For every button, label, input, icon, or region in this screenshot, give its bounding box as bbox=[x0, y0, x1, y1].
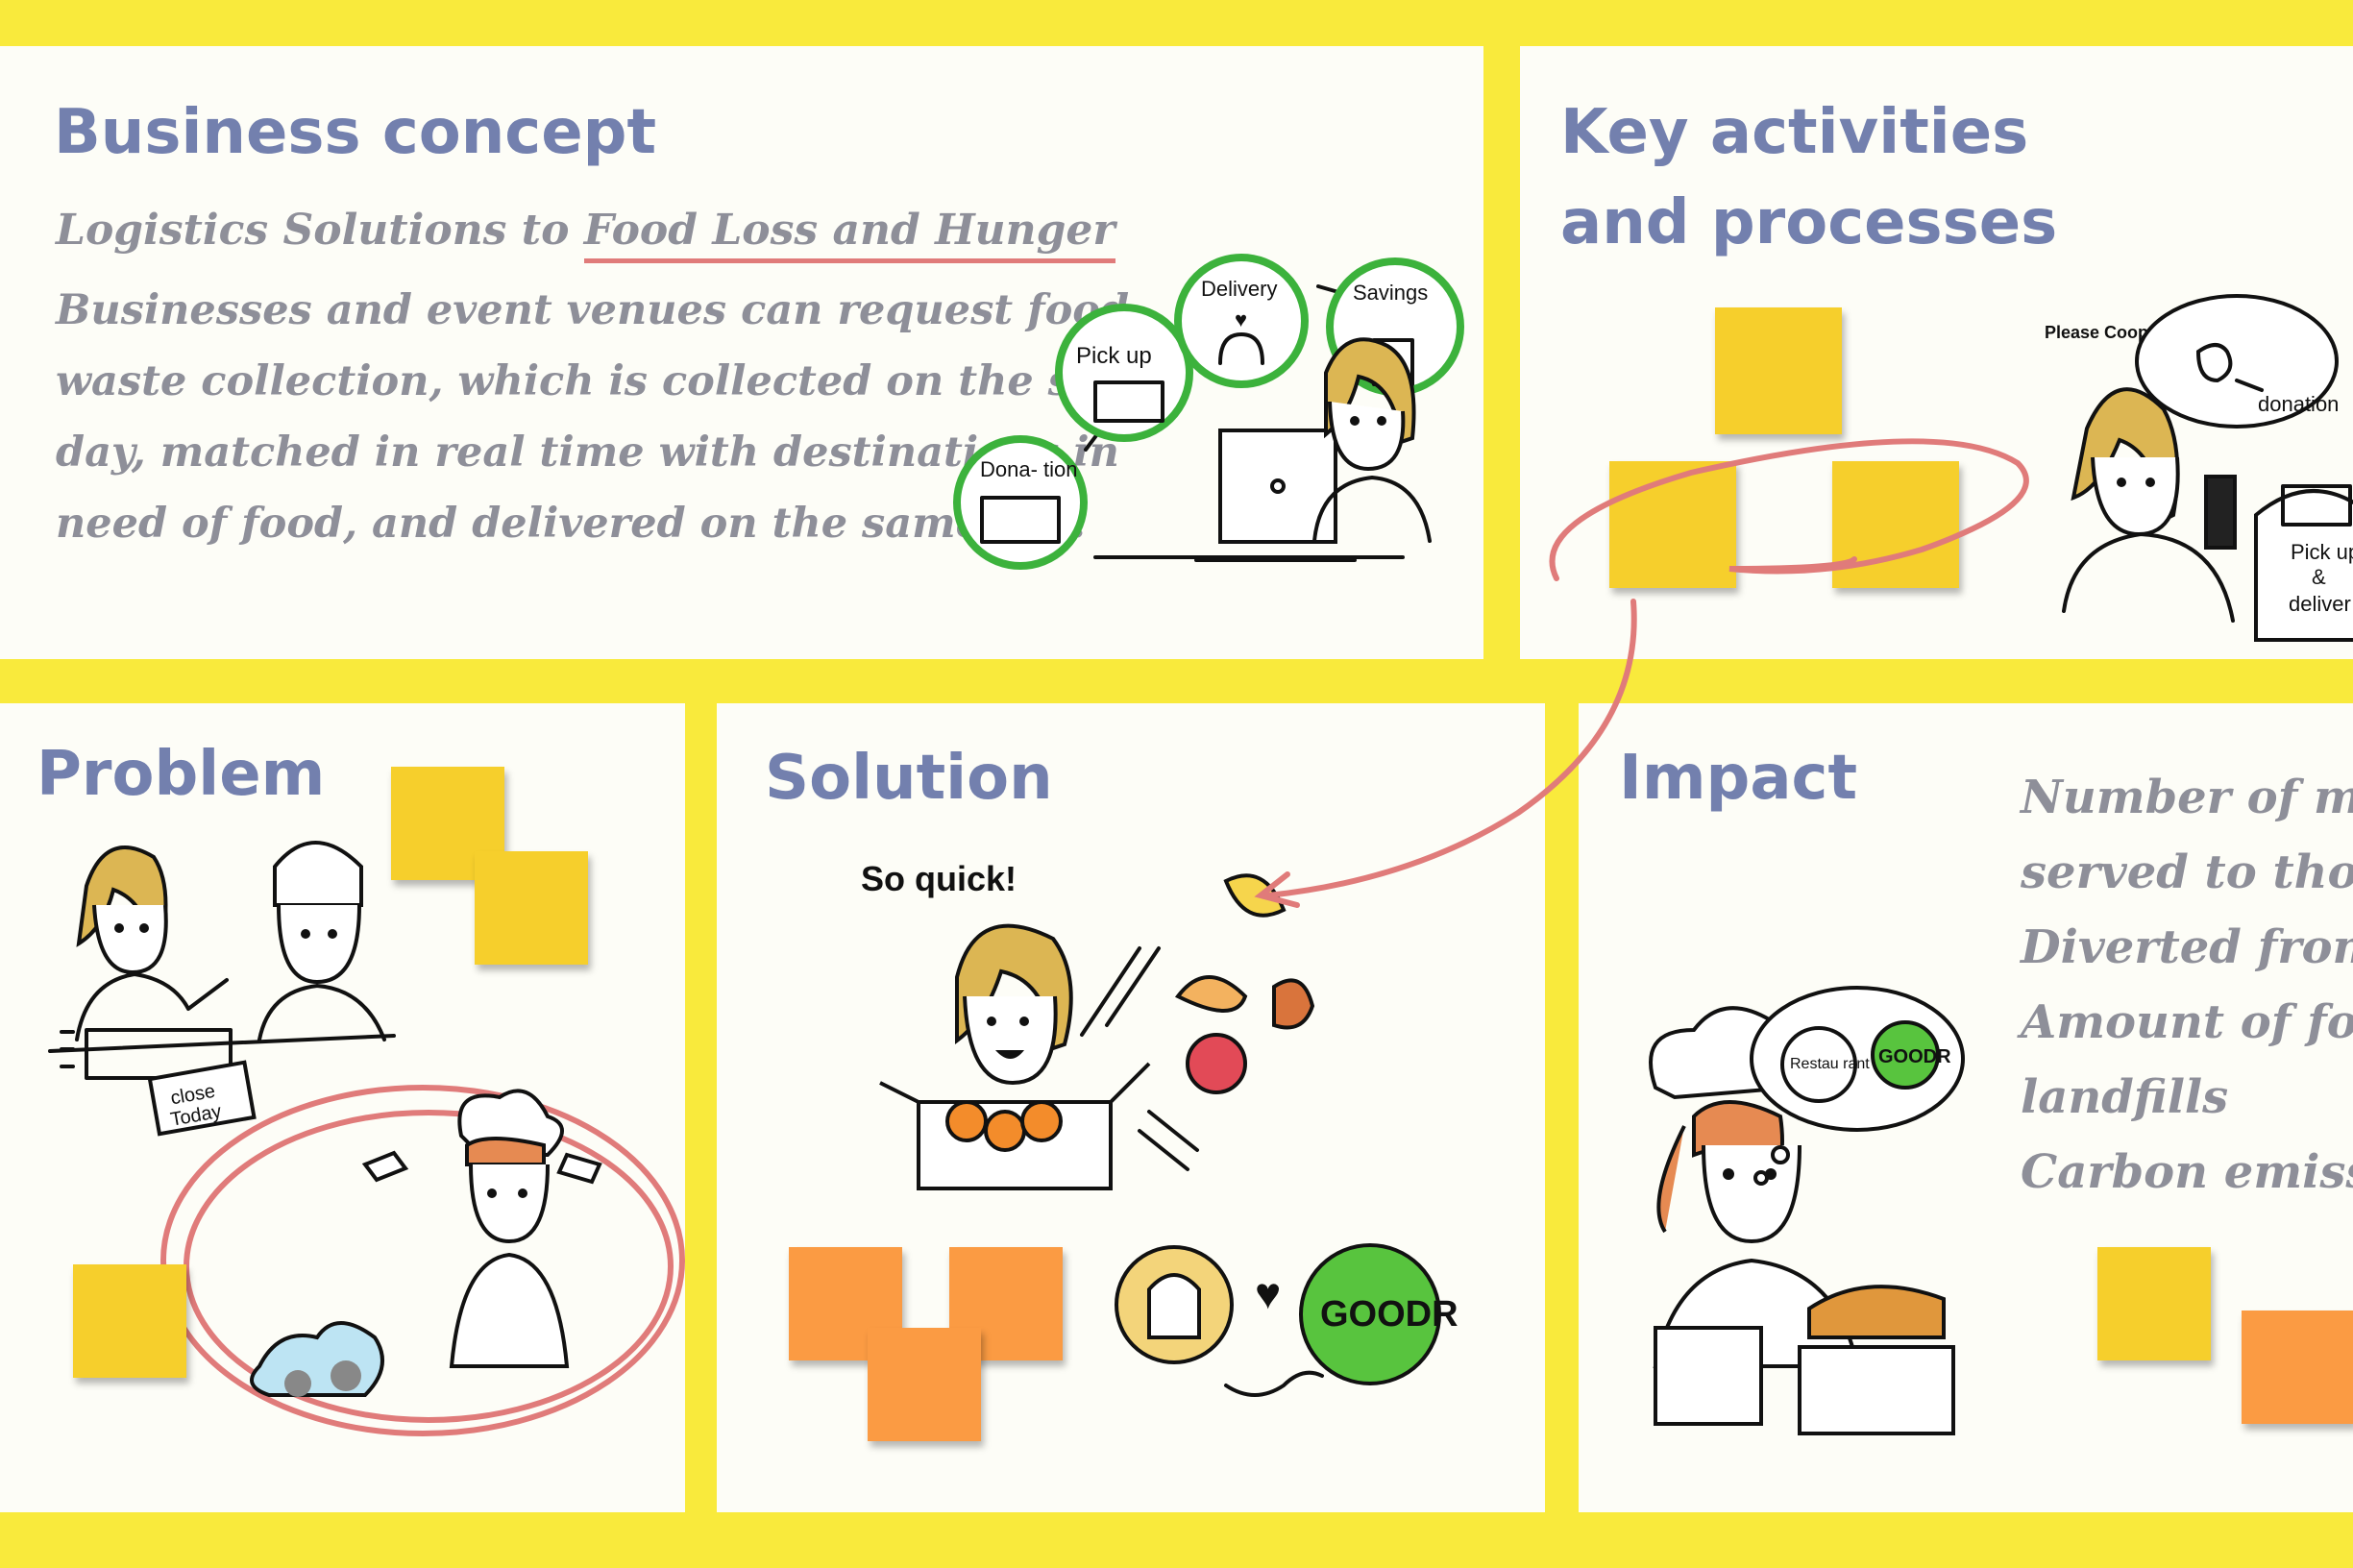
closed-store-illustration: close Today bbox=[60, 1028, 257, 1137]
key-activities-title-line-2: and processes bbox=[1560, 187, 2058, 258]
key-activities-sticky-note-1[interactable] bbox=[1715, 307, 1842, 434]
so-quick-text: So quick! bbox=[861, 859, 1017, 898]
key-activities-sticky-note-3[interactable] bbox=[1832, 461, 1959, 588]
logistics-flow-illustration: Dona- tion Pick up Delivery ♥ Savings $ bbox=[953, 254, 1464, 570]
heart-symbol: ♥ bbox=[1255, 1268, 1281, 1318]
goodr-badge bbox=[1299, 1243, 1441, 1385]
customer-face bbox=[963, 995, 1058, 1086]
chicken-leg bbox=[1272, 978, 1315, 1030]
man-body bbox=[257, 984, 386, 1041]
impact-sticky-note-1[interactable] bbox=[2097, 1247, 2211, 1360]
svg-text:♥: ♥ bbox=[1235, 307, 1247, 331]
impact-line-1: Number of meals bbox=[2021, 771, 2353, 824]
person-body bbox=[1312, 476, 1432, 543]
business-concept-line-3: day, matched in real time with destinati… bbox=[56, 429, 1119, 477]
red-circle-outer bbox=[160, 1085, 685, 1436]
subtitle-prefix: Logistics Solutions to bbox=[56, 206, 584, 255]
impact-line-2: served to those in bbox=[2021, 845, 2353, 899]
chopsticks-2 bbox=[1138, 1110, 1199, 1171]
laptop-screen bbox=[1218, 429, 1337, 544]
key-activities-sticky-note-2[interactable] bbox=[1609, 461, 1736, 588]
restaurant-label: Restau rant bbox=[1790, 1056, 1870, 1072]
money-left bbox=[361, 1150, 409, 1183]
goodr-mini-logo: GOODR bbox=[1878, 1046, 1951, 1067]
chef-face bbox=[469, 1164, 550, 1244]
delivery-bubble bbox=[1174, 254, 1309, 388]
donation-label: donation bbox=[2258, 392, 2339, 416]
business-concept-panel: Business concept Logistics Solutions to … bbox=[0, 46, 1483, 659]
partnership-illustration: ♥ GOODR bbox=[1115, 1243, 1458, 1397]
pickup-bubble bbox=[1055, 304, 1193, 442]
donation-bubble bbox=[953, 435, 1088, 570]
problem-title: Problem bbox=[37, 739, 326, 810]
apple bbox=[1186, 1033, 1247, 1094]
lunch-box bbox=[1798, 1345, 1955, 1435]
woman-body bbox=[75, 972, 229, 1041]
solution-panel: Solution So quick! ♥ GOODR bbox=[717, 703, 1545, 1512]
chef-waste-illustration bbox=[160, 1085, 685, 1436]
impact-line-4: Amount of food a bbox=[2021, 995, 2353, 1049]
person-hair bbox=[1324, 337, 1416, 445]
phone bbox=[2204, 475, 2237, 550]
goodr-logo: GOODR bbox=[1320, 1294, 1458, 1335]
chopsticks bbox=[1080, 946, 1161, 1037]
donation-label: Dona- tion bbox=[980, 457, 1078, 481]
business-concept-subtitle: Logistics Solutions to Food Loss and Hun… bbox=[56, 200, 1115, 263]
money-right bbox=[556, 1152, 602, 1185]
problem-sticky-note-2[interactable] bbox=[475, 851, 588, 965]
close-today-sign bbox=[147, 1060, 257, 1137]
problem-sticky-note-3[interactable] bbox=[73, 1264, 186, 1378]
handshake bbox=[1224, 1370, 1324, 1397]
ponytail bbox=[1656, 1125, 1686, 1234]
deliver-label: deliver bbox=[2289, 592, 2351, 616]
customer-phone-illustration: Please Cooperate donation Pick up & deli… bbox=[2045, 294, 2353, 642]
and-label: & bbox=[2312, 565, 2326, 589]
delivery-label: Delivery bbox=[1201, 277, 1277, 301]
chef-body bbox=[449, 1252, 570, 1368]
impact-line-6: Carbon emissions bbox=[2021, 1145, 2353, 1199]
problem-panel: Problem close Today bbox=[0, 703, 685, 1512]
impact-sticky-note-2[interactable] bbox=[2242, 1311, 2353, 1424]
man-cap bbox=[273, 841, 363, 907]
solution-sticky-note-3[interactable] bbox=[868, 1328, 981, 1441]
counter-line bbox=[48, 1034, 396, 1053]
business-concept-line-2: waste collection, which is collected on … bbox=[56, 357, 1168, 405]
garbage-bags bbox=[250, 1321, 384, 1397]
thought-bubble bbox=[2135, 294, 2339, 429]
banana bbox=[1223, 873, 1287, 918]
impact-line-5: landfills bbox=[2021, 1070, 2229, 1124]
business-concept-line-4: need of food, and delivered on the same … bbox=[56, 500, 1086, 548]
impact-title: Impact bbox=[1619, 743, 1858, 814]
pickup-label: Pick up bbox=[2291, 540, 2353, 564]
delivery-bubble bbox=[2254, 489, 2353, 642]
subtitle-highlight: Food Loss and Hunger bbox=[583, 206, 1115, 263]
impact-panel: Impact Number of meals served to those i… bbox=[1579, 703, 2353, 1512]
customers-illustration bbox=[48, 841, 396, 1053]
croissant bbox=[1174, 975, 1248, 1013]
red-circle-inner bbox=[184, 1110, 674, 1423]
solution-title: Solution bbox=[765, 743, 1053, 814]
happy-customer-illustration: So quick! bbox=[861, 859, 1315, 1190]
impact-line-3: Diverted from la bbox=[2021, 920, 2353, 974]
business-concept-line-1: Businesses and event venues can request … bbox=[56, 286, 1130, 334]
pickup-label: Pick up bbox=[1076, 343, 1152, 369]
stacked-plates bbox=[1654, 1326, 1763, 1426]
woman-face bbox=[92, 904, 168, 975]
key-activities-title-line-1: Key activities bbox=[1560, 97, 2029, 168]
person-face bbox=[1328, 401, 1406, 472]
savings-label: Savings bbox=[1353, 281, 1428, 305]
business-concept-title: Business concept bbox=[54, 97, 657, 168]
man-face bbox=[277, 904, 361, 985]
customer-face bbox=[2091, 456, 2180, 537]
sandwiches bbox=[1807, 1285, 1946, 1339]
chef-meal-illustration: Restau rant GOODR bbox=[1649, 986, 1965, 1435]
